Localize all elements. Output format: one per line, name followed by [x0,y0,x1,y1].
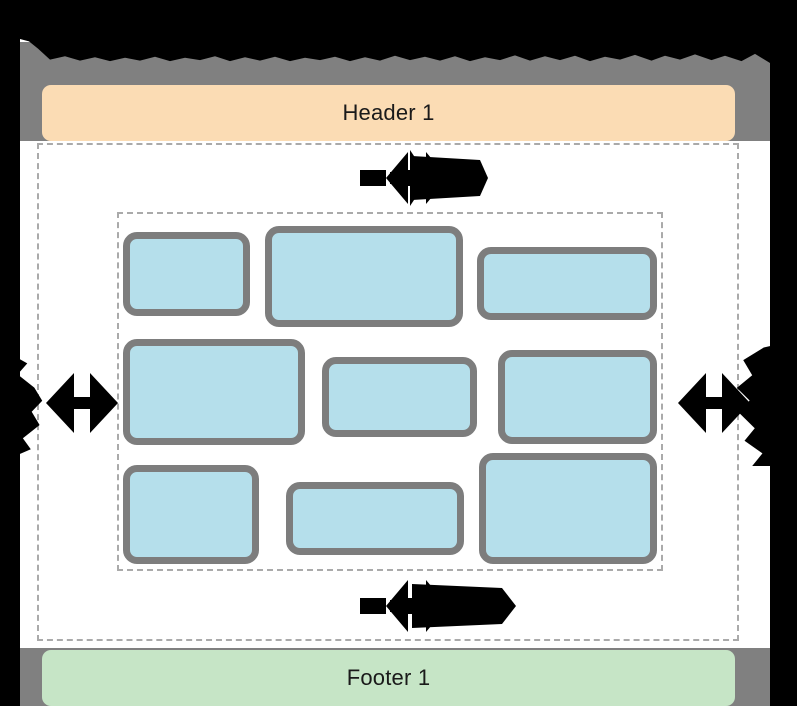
arrow-bottom[interactable] [352,578,522,634]
brick-tile[interactable] [498,350,657,444]
brick-tile[interactable] [123,232,250,316]
brick-tile[interactable] [123,465,259,564]
arrow-right[interactable] [676,365,752,441]
inner-dashed-container[interactable] [117,212,663,571]
footer-box[interactable]: Footer 1 [42,650,735,706]
arrow-left[interactable] [44,365,120,441]
brick-tile[interactable] [477,247,657,320]
brick-tile[interactable] [265,226,463,327]
brick-tile[interactable] [286,482,464,555]
brick-tile[interactable] [123,339,305,445]
footer-label: Footer 1 [346,665,431,690]
brick-tile[interactable] [322,357,477,437]
header-label: Header 1 [342,100,435,125]
header-box[interactable]: Header 1 [42,85,735,141]
brick-wall [123,226,657,564]
arrow-top[interactable] [352,150,492,206]
brick-tile[interactable] [479,453,657,564]
